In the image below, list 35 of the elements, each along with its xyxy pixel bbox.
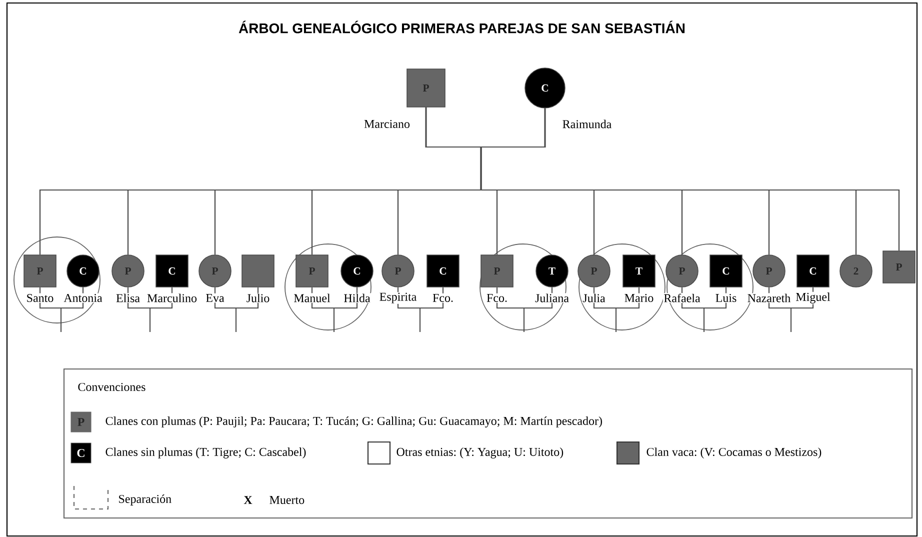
person-name: Elisa [115,293,141,303]
male-symbol [242,254,274,288]
person-name: Julio [246,293,270,303]
person-name: Luis [714,293,738,303]
person-name: Hilda [343,293,371,303]
legend-text: Muerto [270,496,304,504]
legend-text: Clanes con plumas (P: Paujil; Pa: Paucara; T: Tucán; G: Gallina; Gu: Guacamayo; M: Martín pescador) [106,416,602,428]
legend-text: Otras etnias: (Y: Yagua; U: Uitoto) [396,448,564,458]
legend-text: Clan vaca: (V: Cocamas o Mestizos) [646,448,822,458]
person-name: Santo [26,293,54,303]
person-name: Mario [624,293,654,303]
person-name: Manuel [293,293,331,303]
legend-text: Clanes sin plumas (T: Tigre; C: Cascabel) [106,448,306,458]
legend-text: Separación [119,494,172,506]
person-name: Marciano [363,119,411,129]
person-name: Nazareth [746,293,792,303]
marriage-line [681,287,727,309]
title: ÁRBOL GENEALÓGICO PRIMERAS PAREJAS DE SAN SEBASTIÁN [238,20,685,34]
person-name: Eva [205,293,225,303]
legend-title: Convenciones [78,382,146,392]
marriage-line [593,287,640,309]
marriage-line [496,287,553,309]
person-name: Raimunda [562,119,612,129]
person-name: Julia [582,293,606,303]
marriage-line [397,287,444,309]
person-name: Antonia [63,293,103,303]
person-name: Fco. [486,293,508,303]
person-name: Espirita [378,292,418,304]
person-name: Fco. [432,293,454,303]
legend-symbol: X [244,496,252,504]
person-name: Miguel [795,292,831,304]
person-name: Juliana [534,293,570,303]
person-name: Marculino [146,293,198,303]
person-name: Rafaela [663,293,701,303]
marriage-line [214,287,259,309]
